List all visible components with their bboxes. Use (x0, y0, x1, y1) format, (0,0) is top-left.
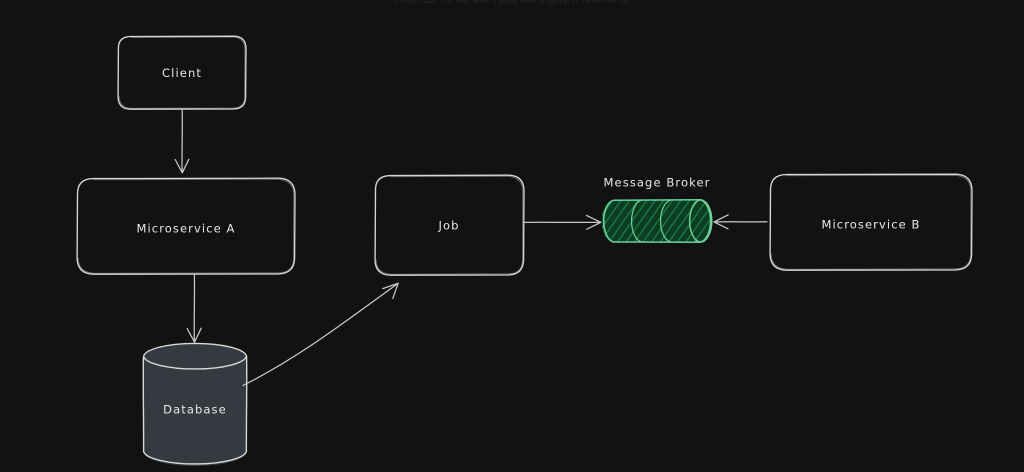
message-broker-end-cap (688, 199, 712, 243)
database-cylinder-fill (143, 343, 247, 467)
database-label: Database (163, 403, 227, 417)
microservice-b-box-outline-sketch (770, 174, 972, 270)
arrowhead-down-icon (174, 158, 190, 174)
edge-job-to-message-broker (524, 214, 602, 230)
arrowhead-left-icon (713, 214, 729, 230)
microservice-a-label: Microservice A (136, 222, 235, 236)
arrowhead-right-icon (585, 214, 602, 230)
node-database[interactable]: Database (142, 342, 248, 467)
message-broker-divider-0 (602, 199, 615, 243)
message-broker-divider-2 (659, 199, 672, 243)
client-box-outline (117, 35, 247, 110)
edge-client-to-microservice-a (174, 109, 190, 174)
arrowhead-down-icon (186, 327, 202, 343)
message-broker-label: Message Broker (604, 176, 711, 190)
node-microservice-b[interactable]: Microservice B (769, 173, 973, 271)
edge-database-to-job (242, 282, 399, 387)
edge-microservice-b-to-message-broker (713, 214, 768, 230)
node-job[interactable]: Job (374, 174, 525, 276)
edge-microservice-a-to-database (186, 274, 202, 343)
node-microservice-a[interactable]: Microservice A (76, 177, 296, 275)
node-client[interactable]: Client (117, 35, 247, 110)
arrowhead-upright-icon (382, 282, 399, 300)
client-box-outline-sketch (118, 36, 246, 109)
top-caption-text: in most cases, this most when a queue wh… (393, 0, 631, 5)
job-box-outline-sketch (375, 175, 524, 275)
database-bottom-arc (142, 450, 248, 465)
message-broker-divider-1 (630, 199, 643, 243)
microservice-a-box-outline (76, 177, 296, 275)
microservice-a-box-outline-sketch (77, 178, 295, 274)
microservice-b-label: Microservice B (821, 218, 920, 232)
arrow-shaft (242, 283, 398, 387)
job-label: Job (437, 219, 459, 233)
message-broker-fill (601, 200, 712, 242)
microservice-b-box-outline (769, 173, 973, 271)
job-box-outline (374, 174, 525, 276)
client-label: Client (162, 66, 202, 80)
node-message-broker[interactable]: Message Broker (598, 176, 718, 249)
